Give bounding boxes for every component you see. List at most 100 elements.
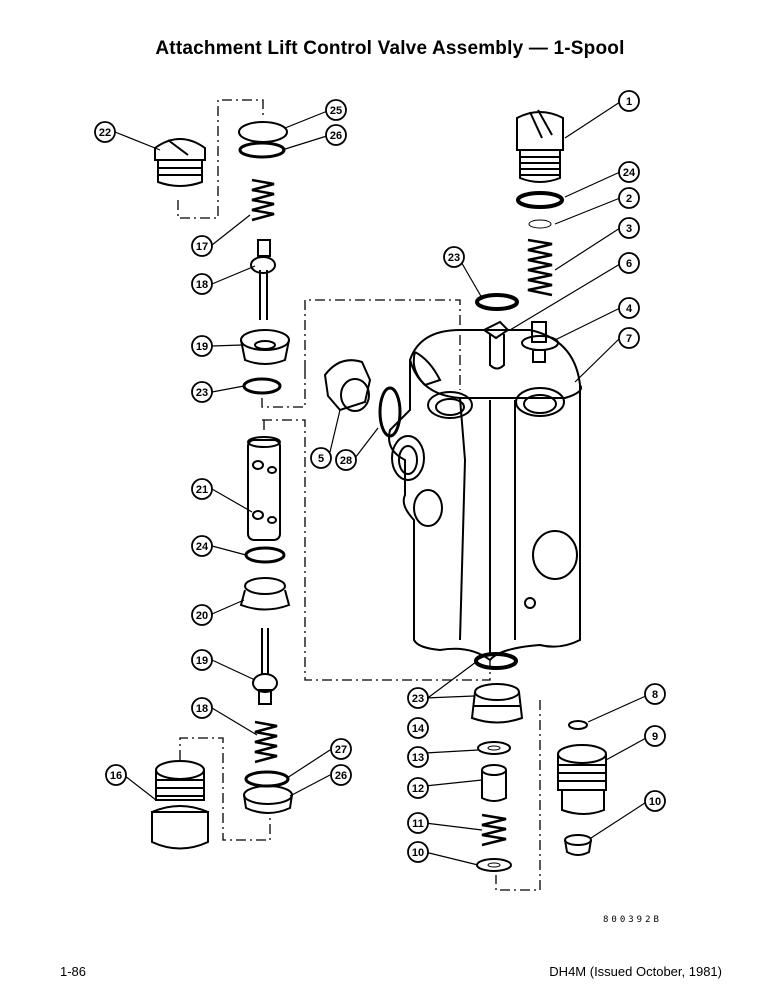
poppet-part-19-top: [250, 239, 276, 320]
svg-text:2: 2: [626, 193, 632, 205]
svg-text:7: 7: [626, 333, 632, 345]
svg-text:25: 25: [330, 105, 342, 117]
spool-part-21: [247, 436, 281, 541]
leader-lines: [114, 101, 649, 866]
figure-number: 800392B: [603, 915, 662, 925]
svg-text:24: 24: [196, 541, 209, 553]
cap-part-26-top: [238, 121, 288, 143]
callout-25: 24: [618, 161, 640, 183]
plug-part-22: [154, 138, 206, 187]
callout-9: 9: [644, 725, 666, 747]
spring-part-18-bottom: [254, 720, 278, 764]
seat-part-20-bottom: [239, 577, 291, 611]
svg-text:22: 22: [99, 127, 111, 139]
spring-part-3: [527, 238, 553, 297]
svg-text:13: 13: [412, 752, 424, 764]
cap-part-9: [557, 744, 607, 815]
o-ring-part-28: [378, 386, 402, 438]
callout-21: 21: [191, 478, 213, 500]
o-ring-part-23-bottom: [474, 652, 518, 670]
callout-6: 6: [618, 252, 640, 274]
spring-part-12: [481, 813, 507, 847]
svg-text:9: 9: [652, 731, 658, 743]
callout-7: 7: [618, 327, 640, 349]
pin-part-4: [521, 321, 559, 363]
callout-5: 5: [310, 447, 332, 469]
svg-text:17: 17: [196, 241, 208, 253]
page-title: Attachment Lift Control Valve Assembly —…: [155, 38, 625, 59]
washer-part-11: [476, 858, 512, 872]
callout-20-top: 19: [191, 335, 213, 357]
washer-part-14: [477, 741, 511, 755]
callout-10-label: 10: [649, 796, 661, 808]
callout-18-top: 17: [191, 235, 213, 257]
callout-13: 12: [407, 777, 429, 799]
svg-text:20: 20: [196, 610, 208, 622]
svg-text:1: 1: [626, 96, 632, 108]
plug-part-17: [151, 760, 209, 850]
assembly-guide-lines: [177, 99, 541, 891]
ball-part-2: [528, 219, 552, 229]
publication-info: DH4M (Issued October, 1981): [549, 964, 722, 979]
svg-text:14: 14: [412, 723, 425, 735]
svg-text:4: 4: [626, 303, 633, 315]
callout-24-bottom: 24: [191, 535, 213, 557]
plug-part-1: [516, 109, 564, 183]
page-number: 1-86: [60, 964, 87, 979]
svg-text:26: 26: [330, 130, 342, 142]
svg-text:18: 18: [196, 703, 208, 715]
svg-text:6: 6: [626, 258, 632, 270]
svg-text:23: 23: [412, 693, 424, 705]
o-ring-part-24-bottom: [244, 546, 286, 564]
svg-text:23: 23: [196, 387, 208, 399]
svg-text:5: 5: [318, 453, 324, 465]
callout-18-bottom: 18: [191, 697, 213, 719]
o-ring-part-27-top: [238, 141, 286, 159]
callout-27-bottom: 27: [330, 738, 352, 760]
piston-part-13: [481, 764, 507, 802]
svg-text:26: 26: [335, 770, 347, 782]
callout-layer: 1 24 2 3 6 4 7 23 5 28 22 25 26 17 18 19…: [94, 90, 666, 863]
snap-ring-part-8: [568, 720, 588, 730]
svg-text:18: 18: [196, 279, 208, 291]
seat-part-20-top: [240, 329, 290, 365]
callout-19-top: 18: [191, 273, 213, 295]
o-ring-part-23-top: [475, 293, 519, 311]
sleeve-part-16: [470, 683, 524, 724]
retainer-part-10: [564, 834, 592, 856]
callout-4: 4: [618, 297, 640, 319]
callout-24-top: 23: [191, 381, 213, 403]
callout-23-top: 23: [443, 246, 465, 268]
svg-text:28: 28: [340, 455, 352, 467]
callout-1: 1: [618, 90, 640, 112]
svg-text:11: 11: [412, 818, 424, 830]
cap-part-26-bottom: [243, 785, 293, 814]
callout-27-top: 26: [325, 124, 347, 146]
callout-11: 10: [407, 841, 429, 863]
svg-text:23: 23: [448, 252, 460, 264]
callout-8: 8: [644, 683, 666, 705]
o-ring-part-24-top: [242, 377, 282, 395]
valve-body: [388, 329, 582, 662]
poppet-part-19-bottom: [252, 628, 278, 705]
svg-text:8: 8: [652, 689, 658, 701]
svg-text:24: 24: [623, 167, 636, 179]
svg-text:10: 10: [412, 847, 424, 859]
spring-part-18-top: [251, 178, 275, 222]
callout-23-bottom: 23: [407, 687, 429, 709]
svg-text:27: 27: [335, 744, 347, 756]
svg-text:3: 3: [626, 223, 632, 235]
o-ring-part-27-bottom: [244, 770, 290, 788]
plug-part-5: [323, 359, 372, 412]
svg-text:19: 19: [196, 341, 208, 353]
svg-text:21: 21: [196, 484, 208, 496]
callout-14: 13: [407, 746, 429, 768]
o-ring-part-25: [516, 191, 564, 209]
callout-3: 3: [618, 217, 640, 239]
callout-19-bottom: 19: [191, 649, 213, 671]
callout-10: 10: [644, 790, 666, 812]
callout-26-top: 25: [325, 99, 347, 121]
callout-22: 22: [94, 121, 116, 143]
callout-26-bottom: 26: [330, 764, 352, 786]
